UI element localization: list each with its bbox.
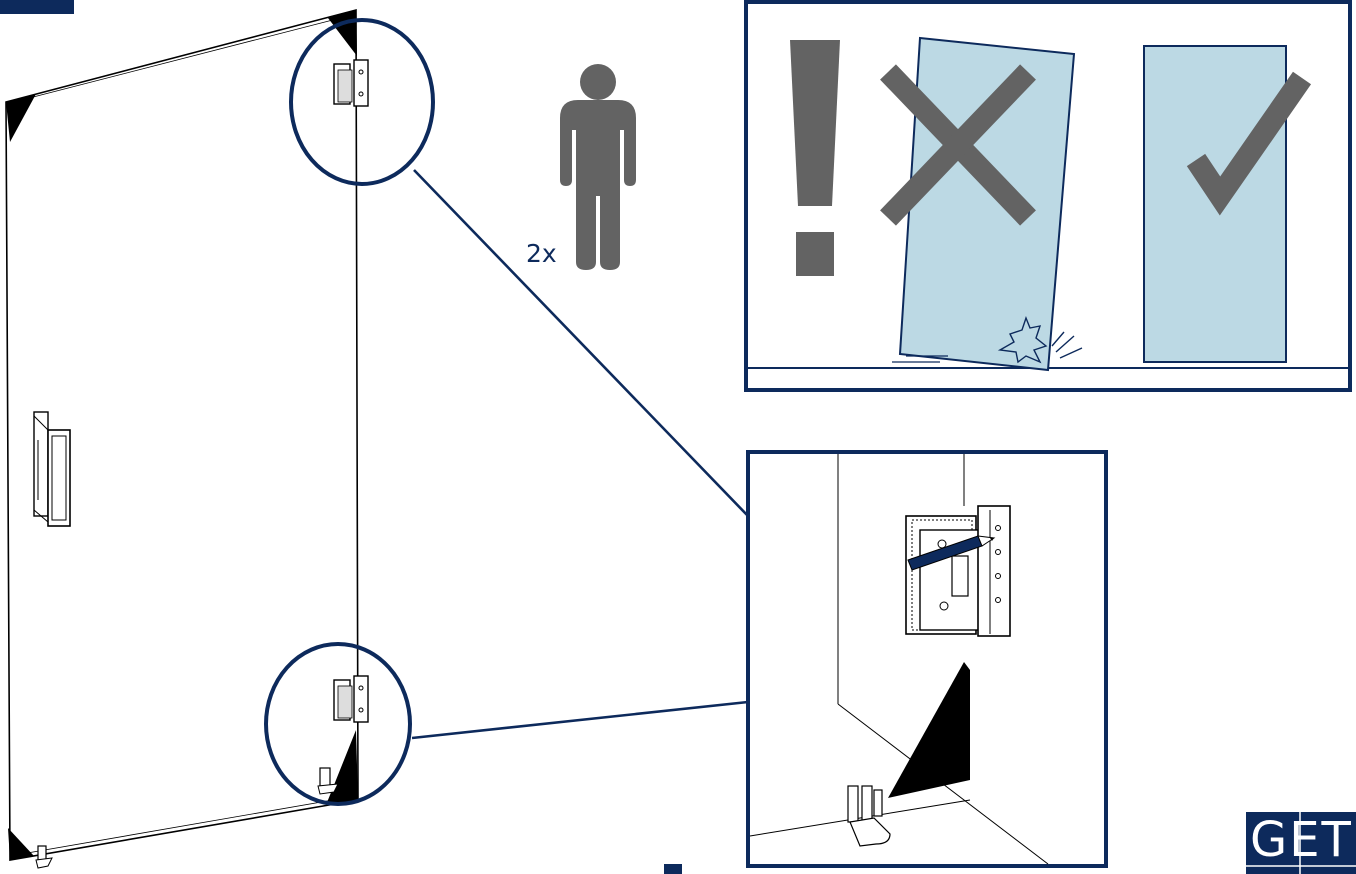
- page-marker: [664, 864, 682, 874]
- support-foot-detail: [847, 785, 891, 847]
- support-block-bottom: [317, 767, 339, 795]
- people-count-label: 2x: [526, 239, 557, 268]
- brand-logo-text: GET: [1250, 812, 1353, 868]
- wrong-cross-icon: [880, 64, 1036, 226]
- leader-line-top: [413, 169, 749, 517]
- leader-line-bottom: [411, 700, 749, 740]
- support-block-left: [35, 845, 53, 869]
- slide-marks: [892, 355, 948, 363]
- warning-panel: [744, 0, 1352, 392]
- hinge-bottom: [333, 675, 369, 723]
- hinge-top: [333, 59, 369, 107]
- detail-panel: [746, 450, 1108, 868]
- person-icon: [560, 64, 636, 270]
- step-tab: [0, 0, 74, 14]
- hinge-detail: [905, 505, 1011, 637]
- corner-protector-bottom-left: [8, 828, 34, 860]
- crack-marks: [997, 315, 1083, 364]
- tilted-glass-panel: [898, 36, 1076, 372]
- door-handle: [33, 411, 71, 527]
- detail-circle-bottom: [264, 642, 412, 806]
- brand-logo: [1246, 812, 1356, 874]
- wedge-protector: [888, 662, 970, 798]
- exclamation-icon: [790, 40, 840, 276]
- corner-protector-top-left: [6, 94, 36, 142]
- pencil-icon: [907, 535, 996, 571]
- correct-check-icon: [1186, 71, 1312, 216]
- detail-circle-top: [289, 18, 435, 186]
- brand-logo-text-box: GET: [1246, 812, 1356, 874]
